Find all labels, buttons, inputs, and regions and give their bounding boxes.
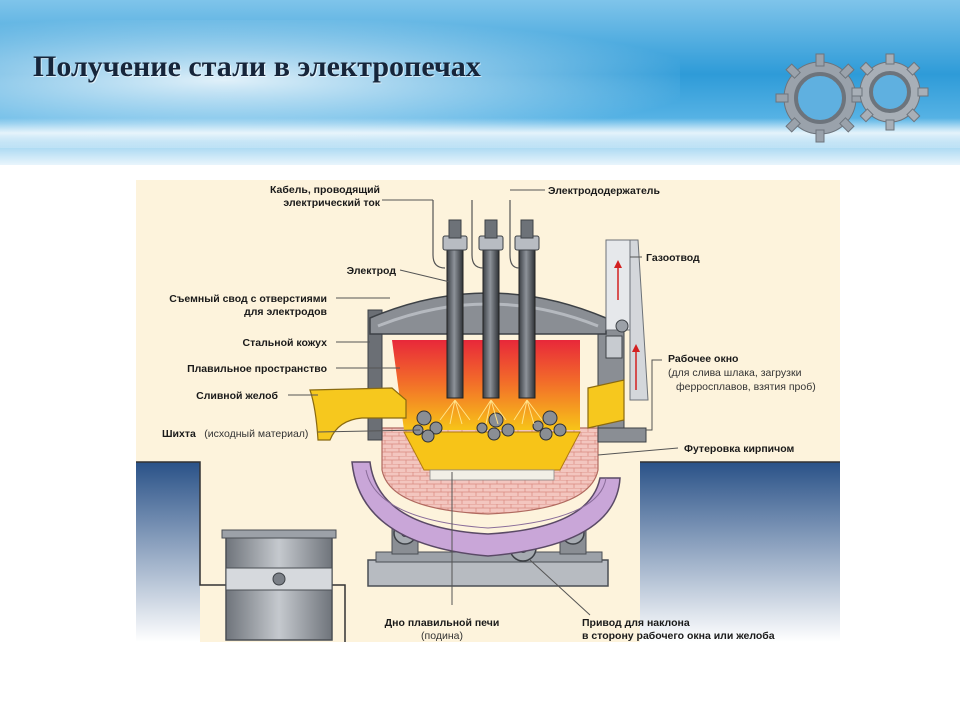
label-cable-line1: Кабель, проводящий: [270, 184, 380, 196]
label-charge: Шихта (исходный материал): [162, 424, 308, 441]
label-electrode: Электрод: [347, 265, 397, 277]
power-cable: [432, 200, 446, 269]
cradle-shell: [351, 461, 621, 557]
label-electrode-holder: Электрододержатель: [548, 185, 660, 197]
molten-pool: [403, 431, 581, 471]
gear-icon: [851, 53, 929, 131]
electrode-holders: [442, 219, 540, 251]
page-title: Получение стали в электропечах: [33, 50, 481, 83]
label-lining: Футеровка кирпичом: [684, 443, 794, 455]
floor-left: [136, 462, 200, 642]
label-work-window-note1: (для слива шлака, загрузки: [668, 367, 802, 379]
gear-icon: [775, 53, 929, 143]
label-tilt-drive-line2: в сторону рабочего окна или желоба: [582, 630, 775, 642]
label-work-window: Рабочее окно: [668, 353, 738, 365]
label-charge-main: Шихта: [162, 428, 196, 440]
label-roof-line2: для электродов: [244, 306, 327, 318]
label-spout: Сливной желоб: [196, 390, 278, 402]
label-cable-line2: электрический ток: [283, 197, 380, 209]
label-roof-line1: Съемный свод с отверстиями: [169, 293, 327, 305]
electrodes: [446, 247, 536, 399]
label-bottom: Дно плавильной печи: [385, 617, 500, 629]
gas-outlet: [605, 239, 649, 401]
label-bottom-note: (подина): [421, 630, 463, 642]
arc-sparks: [439, 399, 543, 425]
label-shell: Стальной кожух: [243, 337, 328, 349]
label-gas-outlet: Газоотвод: [646, 252, 700, 264]
pit-edge-left: [136, 461, 346, 642]
gear-icon: [775, 53, 865, 143]
leader-lines: [288, 189, 679, 616]
label-charge-note: (исходный материал): [204, 428, 308, 440]
label-melting-space: Плавильное пространство: [187, 363, 327, 375]
label-tilt-drive-line1: Привод для наклона: [582, 617, 690, 629]
tapping-spout: [309, 387, 407, 441]
floor-right: [640, 462, 840, 642]
ladle: [221, 529, 337, 641]
label-work-window-note2: ферросплавов, взятия проб): [676, 381, 816, 393]
charge-lumps: [412, 410, 567, 443]
